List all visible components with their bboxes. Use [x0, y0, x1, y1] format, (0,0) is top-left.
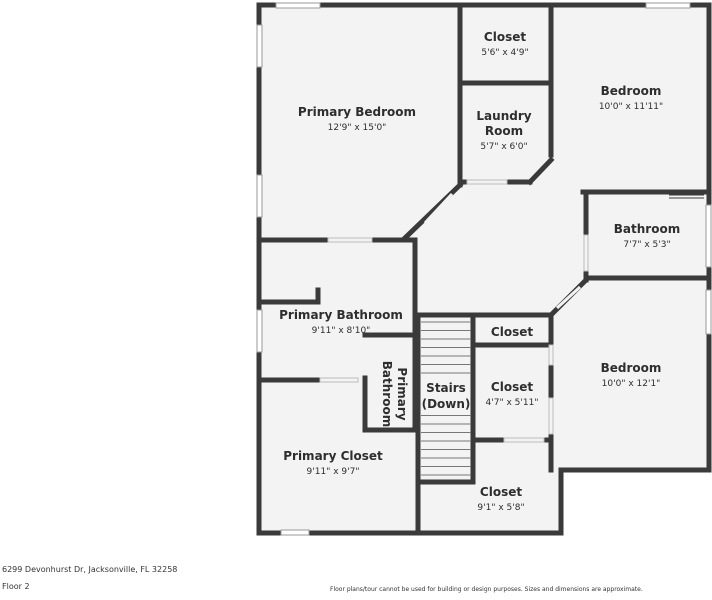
bedroom-top-name: Bedroom [601, 84, 662, 98]
bathroom-name: Bathroom [614, 222, 680, 236]
laundry-name-line1: Laundry [476, 109, 531, 123]
primary-bathroom-small-line1: Primary [395, 367, 409, 420]
exterior-walls [256, 2, 712, 536]
closet-bottom-name: Closet [480, 485, 522, 499]
room-label-closet-bottom: Closet 9'1" x 5'8" [477, 485, 524, 513]
closet-mid-name: Closet [491, 380, 533, 394]
stairs-name-line2: (Down) [422, 397, 471, 411]
room-label-bedroom-top: Bedroom 10'0" x 11'11" [599, 84, 663, 112]
room-label-primary-bathroom-small: Primary Bathroom [380, 361, 409, 427]
stairs-name-line1: Stairs [426, 381, 466, 395]
closet-top-name: Closet [484, 30, 526, 44]
bedroom-top-dims: 10'0" x 11'11" [599, 102, 663, 112]
closet-mid-dims: 4'7" x 5'11" [486, 398, 539, 408]
floor-label: Floor 2 [2, 582, 30, 591]
laundry-dims: 5'7" x 6'0" [480, 142, 527, 152]
room-label-primary-bedroom: Primary Bedroom 12'9" x 15'0" [298, 105, 416, 133]
room-label-closet-mid: Closet 4'7" x 5'11" [486, 380, 539, 408]
room-label-closet-small: Closet [491, 325, 533, 339]
disclaimer-text: Floor plans/tour cannot be used for buil… [330, 586, 643, 593]
closet-small-name: Closet [491, 325, 533, 339]
room-label-primary-bathroom: Primary Bathroom 9'11" x 8'10" [279, 308, 403, 336]
windows [256, 2, 712, 536]
room-label-stairs: Stairs (Down) [422, 381, 471, 411]
bathroom-hatch [669, 194, 704, 199]
room-label-closet-top: Closet 5'6" x 4'9" [481, 30, 528, 58]
primary-bedroom-name: Primary Bedroom [298, 105, 416, 119]
room-label-bathroom: Bathroom 7'7" x 5'3" [614, 222, 680, 250]
primary-closet-name: Primary Closet [283, 449, 383, 463]
address-text: 6299 Devonhurst Dr, Jacksonville, FL 322… [2, 565, 178, 574]
closet-bottom-dims: 9'1" x 5'8" [477, 503, 524, 513]
primary-bedroom-dims: 12'9" x 15'0" [328, 123, 387, 133]
diagonal-openings [367, 164, 582, 373]
door-openings [319, 179, 589, 443]
room-label-laundry: Laundry Room 5'7" x 6'0" [476, 109, 531, 152]
room-label-primary-closet: Primary Closet 9'11" x 9'7" [283, 449, 383, 477]
laundry-name-line2: Room [485, 124, 523, 138]
room-label-bedroom-bottom: Bedroom 10'0" x 12'1" [601, 361, 662, 389]
floor-area [259, 5, 709, 533]
primary-closet-dims: 9'11" x 9'7" [307, 467, 360, 477]
bedroom-bottom-dims: 10'0" x 12'1" [602, 379, 661, 389]
primary-bathroom-dims: 9'11" x 8'10" [312, 326, 371, 336]
bedroom-bottom-name: Bedroom [601, 361, 662, 375]
primary-bathroom-small-line2: Bathroom [380, 361, 394, 427]
stair-treads [421, 321, 471, 476]
primary-bathroom-name: Primary Bathroom [279, 308, 403, 322]
closet-top-dims: 5'6" x 4'9" [481, 48, 528, 58]
bathroom-dims: 7'7" x 5'3" [623, 240, 670, 250]
